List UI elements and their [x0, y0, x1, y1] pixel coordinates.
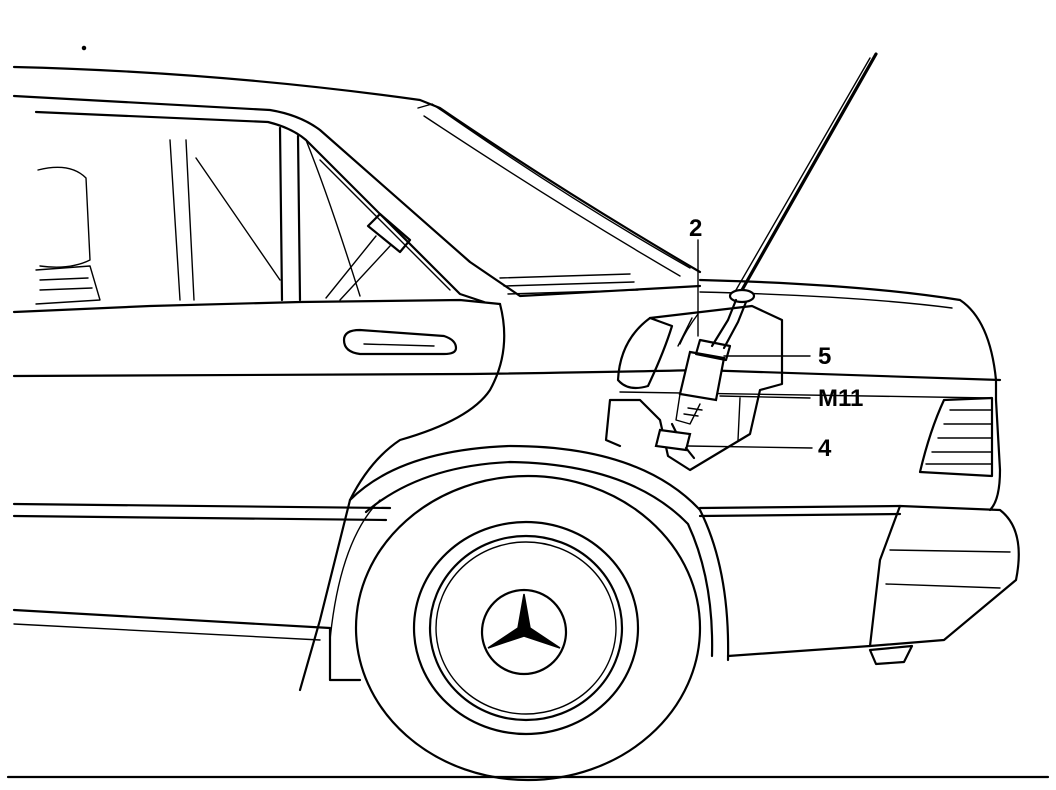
panel-opening: [604, 304, 784, 472]
side-strip-upper: [12, 502, 902, 510]
opening-shadow: [616, 316, 674, 390]
callout-4: 4: [818, 435, 832, 462]
antenna-base: [728, 288, 756, 304]
antenna-mast: [740, 52, 878, 292]
vent-slits: [499, 273, 639, 295]
beltline: [12, 368, 1002, 382]
rear-glass: [305, 139, 451, 297]
roof-line: [12, 65, 702, 274]
leader-4: [687, 445, 813, 449]
motor-bracket: [675, 393, 703, 425]
antenna-motor: [678, 350, 726, 402]
bumper-lower: [726, 644, 872, 658]
roof-rail-inner: [423, 115, 681, 277]
seat-lines: [39, 277, 93, 291]
rear-window-frame: [34, 110, 486, 304]
roof-rail: [417, 103, 691, 269]
rear-bumper: [868, 504, 1020, 648]
seat-back: [35, 265, 101, 305]
callout-m11: M11: [818, 385, 863, 412]
connector-lead: [670, 422, 696, 460]
belt-strap: [325, 235, 391, 301]
rocker-line: [13, 623, 321, 641]
tire-inner: [412, 520, 640, 736]
tail-light-ribs: [925, 409, 993, 465]
speck: [81, 45, 87, 51]
callout-2: 2: [689, 215, 702, 242]
tire: [354, 474, 702, 782]
antenna-cable: [677, 313, 699, 347]
rear-door-edge: [298, 302, 506, 692]
trunk-lid: [698, 278, 998, 402]
antenna-tube: [710, 298, 748, 350]
arch-flare: [329, 499, 381, 641]
motor-mount: [694, 338, 732, 362]
wheel-arch-outer: [348, 444, 730, 662]
rocker-panel: [12, 608, 362, 682]
rear-quarter: [988, 398, 1002, 512]
antenna-connector: [654, 428, 692, 452]
belt-guide: [366, 212, 412, 254]
wheel-arch-inner: [364, 460, 714, 658]
beltline-lower: [619, 391, 991, 399]
door-handle-inner: [363, 343, 435, 347]
window-sill: [12, 298, 502, 314]
exhaust: [868, 644, 914, 666]
leader-m11: [719, 395, 811, 441]
door-handle: [342, 328, 458, 356]
hubcap-rim: [428, 534, 624, 722]
seat-headrest: [37, 166, 91, 268]
b-pillar: [278, 126, 302, 302]
mercedes-star-icon: [480, 588, 568, 676]
window-division: [169, 139, 281, 301]
antenna-mast-highlight: [735, 57, 871, 291]
c-pillar-outer: [12, 94, 702, 298]
bumper-strip: [885, 549, 1011, 589]
side-strip-lower: [12, 512, 902, 522]
hubcap-inner: [435, 541, 617, 715]
tail-light: [918, 396, 994, 478]
callout-5: 5: [818, 343, 831, 370]
